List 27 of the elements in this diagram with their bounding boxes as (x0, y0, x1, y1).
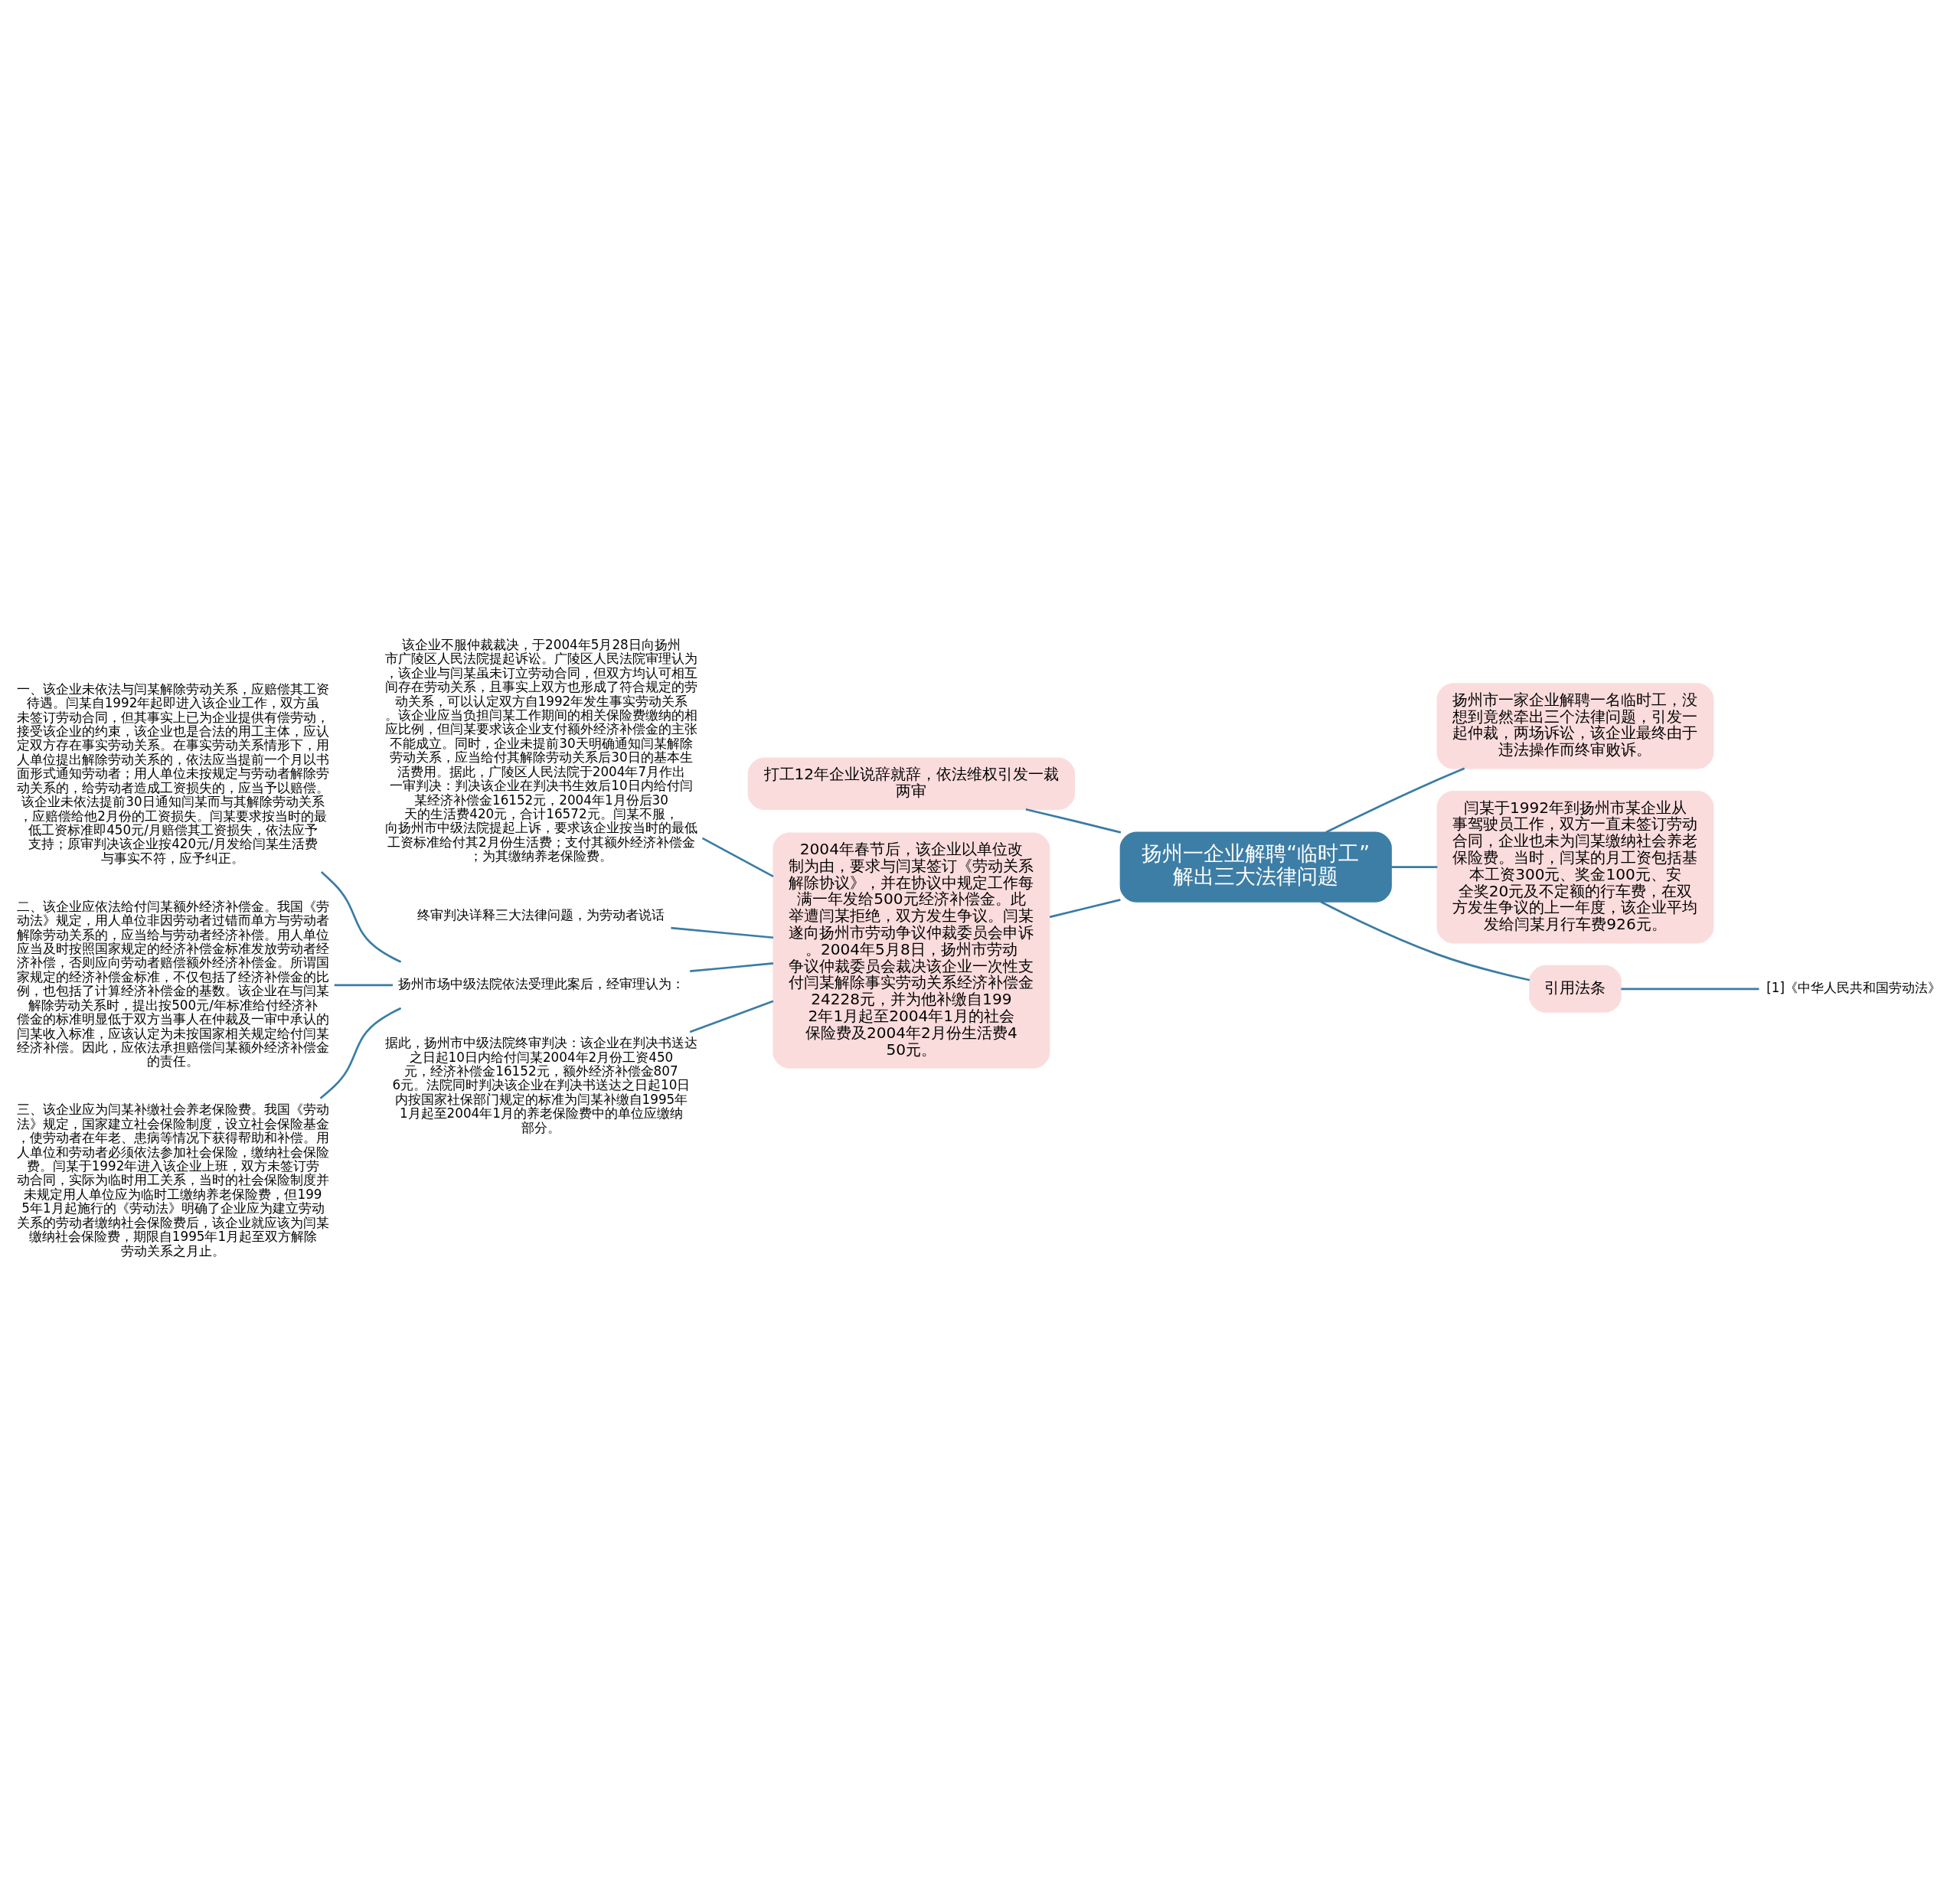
node-text: 终审判决详释三大法律问题，为劳动者说话 (417, 906, 665, 922)
node-box: 扬州市一家企业解聘一名临时工，没想到竟然牵出三个法律问题，引发一起仲裁，两场诉讼，该企业最终由于违法操作而终审败诉。 (1436, 682, 1714, 769)
node-box: 扬州一企业解聘“临时工”解出三大法律问题 (1119, 831, 1392, 903)
connector (319, 1007, 402, 1099)
node-text: 该企业不服仲裁裁决，于2004年5月28日向扬州市广陵区人民法院提起诉讼。广陵区人民法院审理认为，该企业与闫某虽未订立劳动合同，但双方均认可相互间存在劳动关系，且事实上双方也形成了符合规定的劳动关系，可以认定双方自1992年发生事实劳动关系。该企业应当负担闫某工作期间的相关保险费缴纳的相应比例，但闫某要求该企业支付额外经济补偿金的主张不能成立。同时，企业未提前30天明确通知闫某解除劳动关系，应当给付其解除劳动关系后30日的基本生活费用。据此，广陵区人民法院于2004年7月作出一审判决：判决该企业在判决书生效后10日内给付闫某经济补偿金16152元，2004年1月份后30天的生活费420元，合计16572元。闫某不服，向扬州市中级法院提起上诉，要求该企业按当时的最低工资标准给付其2月份生活费；支付其额外经济补偿金；为其缴纳养老保险费。 (384, 636, 697, 864)
connector (690, 962, 774, 972)
node-box: 引用法条 (1529, 965, 1622, 1013)
node-text: [1]《中华人民共和国劳动法》 (1766, 979, 1941, 995)
connector (1320, 900, 1530, 981)
node-text: 扬州市场中级法院依法受理此案后，经审理认为： (397, 975, 684, 991)
node-box: 2004年春节后，该企业以单位改制为由，要求与闫某签订《劳动关系解除协议》，并在协议中规定工作每满一年发给500元经济补偿金。此举遭闫某拒绝，双方发生争议。闫某遂向扬州市劳动争议仲裁委员会申诉。2004年5月8日，扬州市劳动争议仲裁委员会裁决该企业一次性支付闫某解除事实劳动关系经济补偿金24228元，并为他补缴自1992年1月起至2004年1月的社会保险费及2004年2月份生活费450元。 (773, 831, 1050, 1069)
connector (1325, 766, 1465, 833)
node-text: 一、该企业未依法与闫某解除劳动关系，应赔偿其工资待遇。闫某自1992年起即进入该企业工作，双方虽未签订劳动合同，但其事实上已为企业提供有偿劳动，接受该企业的约束，该企业也是合法的用工主体，应认定双方存在事实劳动关系。在事实劳动关系情形下，用人单位提出解除劳动关系的，依法应当提前一个月以书面形式通知劳动者；用人单位未按规定与劳动者解除劳动关系的，给劳动者造成工资损失的，应当予以赔偿。该企业未依法提前30日通知闫某而与其解除劳动关系，应赔偿给他2月份的工资损失。闫某要求按当时的最低工资标准即450元/月赔偿其工资损失，依法应予支持；原审判决该企业按420元/月发给闫某生活费与事实不符，应予纠正。 (17, 681, 329, 866)
connector (1391, 865, 1438, 868)
connector (334, 984, 394, 986)
connector (1025, 808, 1122, 834)
node-text: 二、该企业应依法给付闫某额外经济补偿金。我国《劳动法》规定，用人单位非因劳动者过错而单方与劳动者解除劳动关系的，应当给与劳动者经济补偿。用人单位应当及时按照国家规定的经济补偿金标准发放劳动者经济补偿，否则应向劳动者赔偿额外经济补偿金。所谓国家规定的经济补偿金标准，不仅包括了经济补偿金的比例，也包括了计算经济补偿金的基数。该企业在与闫某解除劳动关系时，提出按500元/年标准给付经济补偿金的标准明显低于双方当事人在仲裁及一审中承认的闫某收入标准，应该认定为未按国家相关规定给付闫某经济补偿。因此，应依法承担赔偿闫某额外经济补偿金的责任。 (17, 898, 329, 1069)
node-box: 闫某于1992年到扬州市某企业从事驾驶员工作，双方一直未签订劳动合同，企业也未为闫某缴纳社会养老保险费。当时，闫某的月工资包括基本工资300元、奖金100元、安全奖20元及不定额的行车费，在双方发生争议的上一年度，该企业平均发给闫某月行车费926元。 (1436, 790, 1714, 943)
connector (701, 837, 774, 877)
connector (1049, 898, 1121, 918)
connector (689, 999, 774, 1033)
connector (671, 926, 774, 939)
node-text: 三、该企业应为闫某补缴社会养老保险费。我国《劳动法》规定，国家建立社会保险制度，设立社会保险基金，使劳动者在年老、患病等情况下获得帮助和补偿。用人单位和劳动者必须依法参加社会保险，缴纳社会保险费。闫某于1992年进入该企业上班，双方未签订劳动合同，实际为临时用工关系，当时的社会保险制度并未规定用人单位应为临时工缴纳养老保险费，但1995年1月起施行的《劳动法》明确了企业应为建立劳动关系的劳动者缴纳社会保险费后，该企业就应该为闫某缴纳社会保险费，期限自1995年1月起至双方解除劳动关系之月止。 (17, 1101, 329, 1259)
node-text: 据此，扬州市中级法院终审判决：该企业在判决书送达之日起10日内给付闫某2004年2月份工资450元，经济补偿金16152元，额外经济补偿金8076元。法院同时判决该企业在判决书送达之日起10日内按国家社保部门规定的标准为闫某补缴自1995年1月起至2004年1月的养老保险费中的单位应缴纳部分。 (384, 1034, 697, 1135)
connector (320, 870, 402, 963)
node-box: 打工12年企业说辞就辞，依法维权引发一裁两审 (747, 756, 1075, 810)
connector (1621, 988, 1759, 990)
